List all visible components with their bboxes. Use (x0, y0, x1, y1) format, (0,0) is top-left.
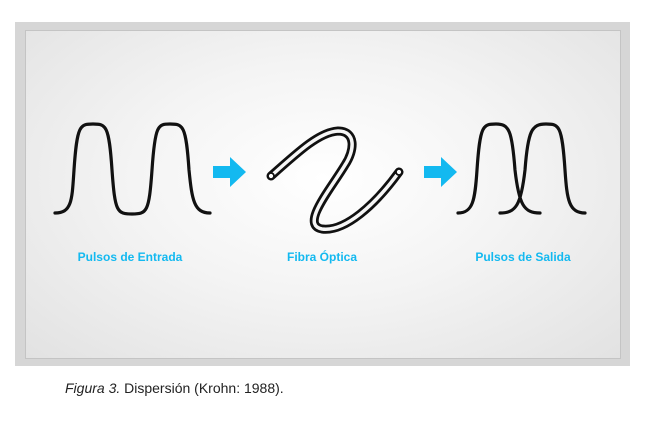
input-pulses-icon (53, 122, 212, 216)
fiber-label: Fibra Óptica (286, 250, 357, 264)
caption-text: Dispersión (Krohn: 1988). (120, 380, 284, 396)
figure-number: Figura 3. (65, 380, 121, 396)
right-arrow-icon (213, 157, 246, 187)
output-pulses-icon (456, 122, 587, 215)
output-pulses-label: Pulsos de Salida (475, 250, 571, 264)
right-arrow-icon (424, 157, 457, 187)
input-pulses-label: Pulsos de Entrada (77, 250, 183, 264)
figure-caption: Figura 3. Dispersión (Krohn: 1988). (65, 380, 284, 396)
optical-fiber-icon (266, 126, 404, 234)
